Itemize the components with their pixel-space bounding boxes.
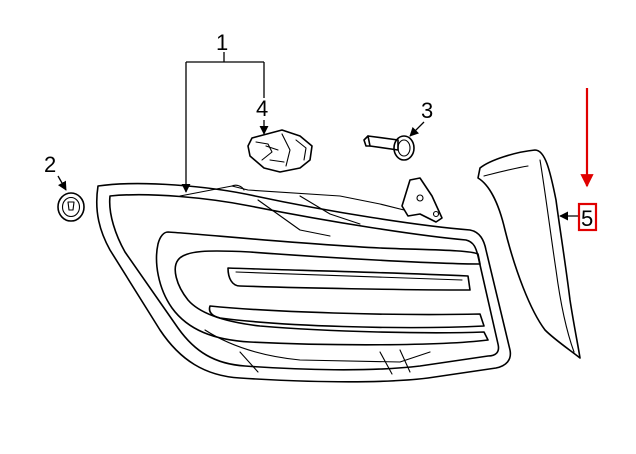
- callout-1-label: 1: [216, 30, 228, 55]
- callout-4-label: 4: [256, 96, 268, 121]
- trim-panel-part: [477, 149, 581, 359]
- bulb-socket-part: [247, 129, 313, 173]
- tail-lamp-assembly: [95, 177, 512, 383]
- grommet-part: [57, 192, 85, 222]
- callout-3-label: 3: [421, 98, 433, 123]
- push-pin-clip-part: [363, 135, 415, 161]
- callout-5-label: 5: [581, 206, 593, 231]
- leader-lines: [57, 52, 578, 221]
- callout-2-label: 2: [44, 152, 56, 177]
- callout-labels: 1 4 3 2 5: [44, 30, 593, 231]
- highlight-annotation: [577, 88, 598, 232]
